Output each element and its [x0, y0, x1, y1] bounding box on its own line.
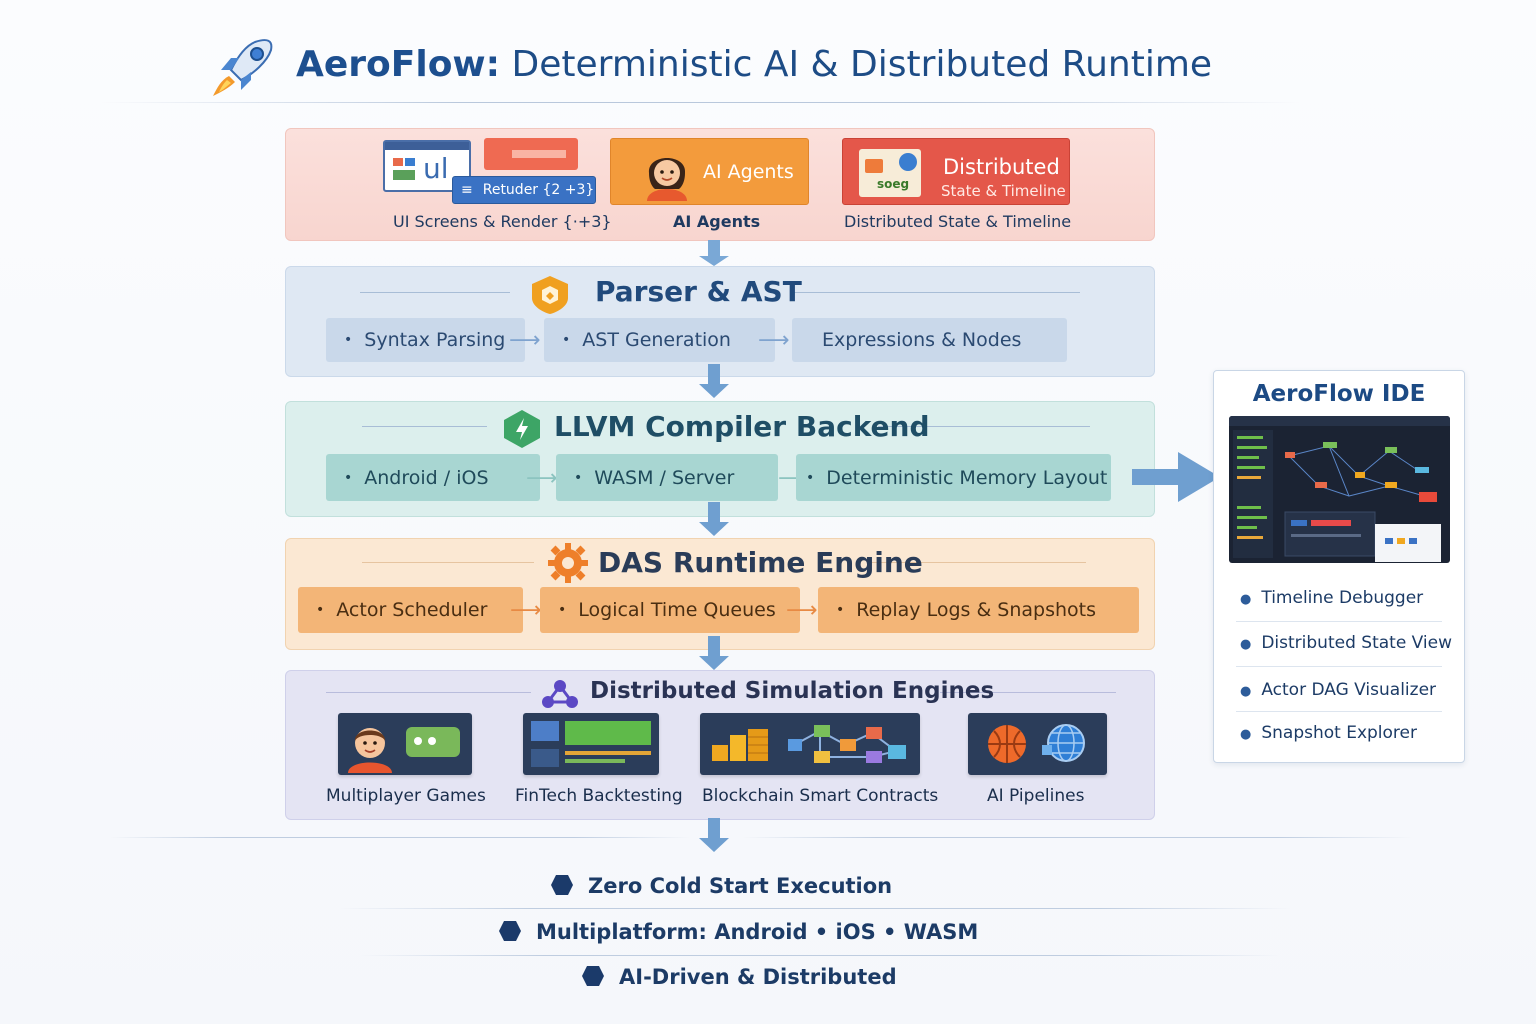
title-subtitle: Deterministic AI & Distributed Runtime	[511, 44, 1213, 85]
chat-bubble-icon	[406, 727, 460, 757]
ui-card-text: ul	[423, 152, 449, 185]
ui-screens-caption: UI Screens & Render {·+3}	[393, 212, 612, 231]
flow-down-arrow-4	[699, 636, 729, 670]
chip-replay-logs: •Replay Logs & Snapshots	[818, 587, 1139, 633]
llvm-line-right	[878, 426, 1090, 427]
bottom-divider-right	[742, 837, 1412, 838]
distributed-card-title: Distributed	[943, 155, 1060, 179]
parser-title: Parser & AST	[595, 275, 802, 308]
ide-divider	[1236, 666, 1442, 667]
title-divider	[100, 102, 1300, 103]
fintech-backtesting-tile[interactable]	[523, 713, 659, 775]
shield-icon	[528, 274, 572, 316]
render-badge: ≡ Retuder {2 +3}	[452, 176, 596, 204]
chip-wasm-server: •WASM / Server	[556, 454, 778, 501]
rocket-icon	[205, 36, 277, 100]
agent-avatar-icon	[639, 145, 695, 201]
list-icon: ≡	[461, 182, 473, 198]
flow-arrow: ⟶	[509, 328, 541, 353]
bottom-divider-left	[110, 837, 690, 838]
blockchain-label: Blockchain Smart Contracts	[702, 786, 939, 806]
ide-screenshot	[1229, 416, 1450, 563]
llvm-title: LLVM Compiler Backend	[554, 410, 930, 443]
distributed-card: soeg Distributed State & Timeline	[842, 138, 1070, 205]
flow-arrow: ⟶	[526, 466, 558, 491]
feature-divider	[360, 955, 1280, 956]
gear-icon	[546, 542, 590, 584]
ide-divider	[1236, 711, 1442, 712]
feature-ai-driven: AI-Driven & Distributed	[581, 965, 897, 989]
sim-line-right	[940, 692, 1116, 693]
ai-agents-card-label: AI Agents	[703, 161, 794, 183]
ide-divider	[1236, 621, 1442, 622]
ide-item-snapshot-explorer[interactable]: ●Snapshot Explorer	[1240, 723, 1417, 743]
parser-line-left	[360, 292, 510, 293]
das-line-left	[362, 562, 534, 563]
lightning-shield-icon	[500, 408, 544, 450]
flow-arrow: ⟶	[786, 598, 818, 623]
blocks-icon	[710, 725, 772, 765]
ui-screens-card: ul	[383, 140, 471, 192]
feature-multiplatform: Multiplatform: Android • iOS • WASM	[498, 920, 978, 944]
das-line-right	[868, 562, 1086, 563]
distributed-caption: Distributed State & Timeline	[844, 212, 1072, 231]
page-title: AeroFlow: Deterministic AI & Distributed…	[296, 44, 1212, 85]
chip-android-ios: •Android / iOS	[326, 454, 540, 501]
gamer-avatar-icon	[344, 719, 396, 773]
feature-divider	[340, 908, 1290, 909]
flow-right-arrow-ide	[1132, 452, 1220, 502]
blockchain-tile[interactable]	[700, 713, 920, 775]
parser-line-right	[790, 292, 1080, 293]
feature-zero-cold-start: Zero Cold Start Execution	[550, 874, 892, 898]
ai-pipelines-label: AI Pipelines	[987, 786, 1085, 806]
llvm-line-left	[362, 426, 487, 427]
distributed-icon: soeg	[859, 149, 921, 197]
fintech-backtesting-label: FinTech Backtesting	[515, 786, 683, 806]
ide-panel: AeroFlow IDE ●Timeline Debugger ●Distrib…	[1213, 370, 1465, 763]
sim-title: Distributed Simulation Engines	[590, 678, 995, 704]
distributed-card-subtitle: State & Timeline	[941, 182, 1066, 200]
chip-actor-scheduler: •Actor Scheduler	[298, 587, 523, 633]
ide-item-actor-dag-visualizer[interactable]: ●Actor DAG Visualizer	[1240, 680, 1437, 700]
ide-title: AeroFlow IDE	[1252, 381, 1426, 407]
flow-arrow: ⟶	[510, 598, 542, 623]
das-title: DAS Runtime Engine	[598, 546, 923, 579]
multiplayer-games-label: Multiplayer Games	[326, 786, 486, 806]
render-bar-icon	[484, 138, 578, 170]
globe-icon	[1040, 721, 1088, 767]
flow-down-arrow-1	[699, 240, 729, 266]
ai-agents-card: AI Agents	[610, 138, 809, 205]
ide-item-distributed-state-view[interactable]: ●Distributed State View	[1240, 633, 1453, 653]
chip-logical-time-queues: •Logical Time Queues	[540, 587, 800, 633]
flow-down-arrow-3	[699, 502, 729, 536]
ai-pipelines-tile[interactable]	[968, 713, 1107, 775]
chip-deterministic-memory: •Deterministic Memory Layout	[796, 454, 1111, 501]
chip-ast-generation: •AST Generation	[544, 318, 775, 362]
ide-item-timeline-debugger[interactable]: ●Timeline Debugger	[1240, 588, 1424, 608]
graph-icon	[784, 721, 914, 769]
basketball-icon	[986, 723, 1028, 765]
sim-line-left	[326, 692, 531, 693]
ai-agents-caption: AI Agents	[673, 212, 761, 231]
flow-down-arrow-2	[699, 364, 729, 398]
hexagon-icon	[551, 875, 573, 895]
chip-expressions-nodes: Expressions & Nodes	[792, 318, 1067, 362]
chip-syntax-parsing: •Syntax Parsing	[326, 318, 525, 362]
network-icon	[540, 676, 580, 712]
flow-down-arrow-5	[699, 818, 729, 852]
hexagon-icon	[499, 921, 521, 941]
brand-name: AeroFlow:	[296, 44, 501, 85]
hexagon-icon	[582, 966, 604, 986]
multiplayer-games-tile[interactable]	[338, 713, 472, 775]
flow-arrow: ⟶	[758, 328, 790, 353]
